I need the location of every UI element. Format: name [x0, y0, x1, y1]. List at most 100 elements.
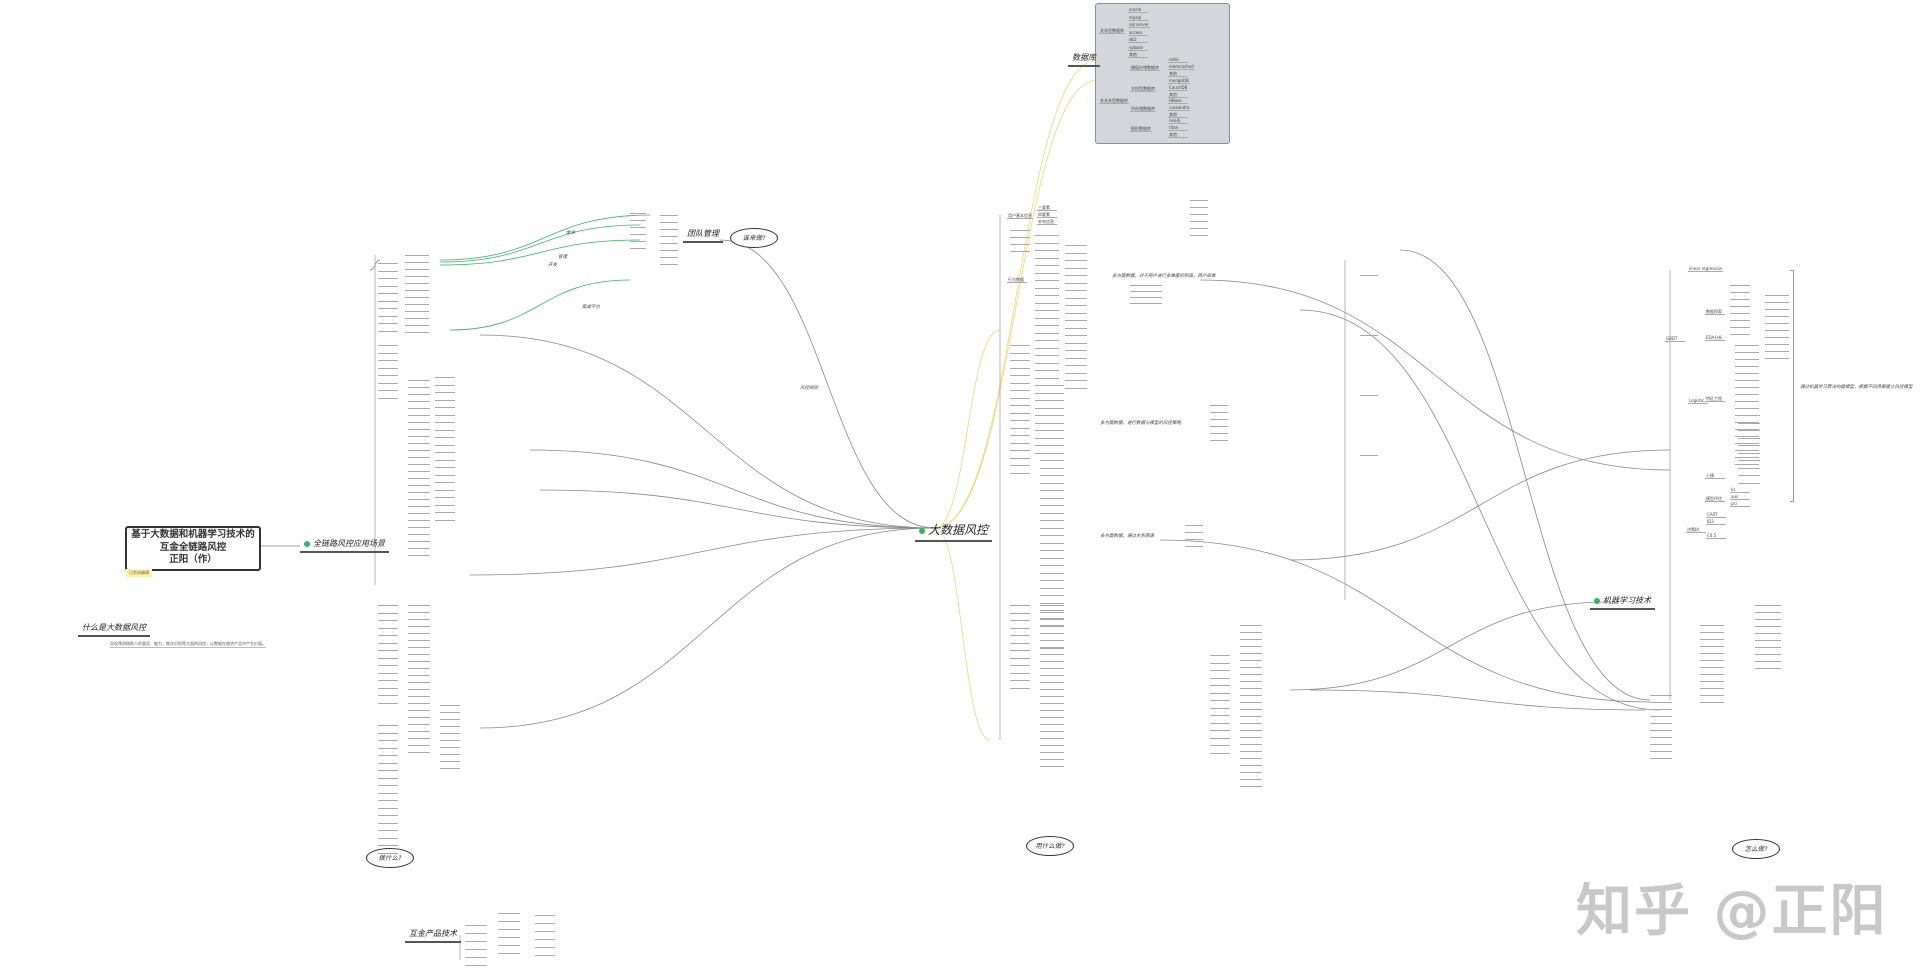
mindmap-node[interactable]	[1065, 270, 1087, 276]
mindmap-node[interactable]	[378, 370, 398, 376]
mindmap-node[interactable]	[1210, 658, 1230, 664]
mindmap-node[interactable]	[440, 763, 460, 769]
mindmap-node[interactable]	[435, 447, 455, 453]
mindmap-node[interactable]	[408, 424, 430, 430]
mindmap-node[interactable]	[1035, 298, 1059, 304]
mindmap-node[interactable]	[660, 210, 678, 216]
mindmap-node[interactable]	[1765, 290, 1789, 296]
ml-gbdt[interactable]: GBDT	[1665, 336, 1685, 342]
mindmap-node[interactable]	[378, 363, 398, 369]
mindmap-node[interactable]	[435, 485, 455, 491]
mindmap-node[interactable]	[1735, 403, 1759, 409]
mindmap-node[interactable]	[1210, 680, 1230, 686]
mindmap-node[interactable]	[408, 733, 430, 739]
mindmap-node[interactable]	[535, 934, 555, 940]
mindmap-node[interactable]	[660, 252, 678, 258]
mindmap-node[interactable]	[408, 670, 430, 676]
mindmap-node[interactable]	[1735, 445, 1759, 451]
mindmap-node[interactable]	[1738, 410, 1760, 416]
mindmap-node[interactable]	[1755, 628, 1781, 634]
mindmap-node[interactable]	[408, 649, 430, 655]
mindmap-node[interactable]	[465, 920, 487, 926]
mindmap-node[interactable]	[1240, 725, 1262, 731]
mindmap-node[interactable]	[435, 380, 455, 386]
mindmap-node[interactable]	[408, 543, 430, 549]
mindmap-node[interactable]	[378, 810, 398, 816]
mindmap-node[interactable]	[1010, 363, 1030, 369]
mindmap-node[interactable]	[498, 948, 520, 954]
mindmap-node[interactable]	[1010, 355, 1030, 361]
mindmap-node[interactable]	[408, 410, 430, 416]
ml-linear[interactable]: linear regression	[1688, 266, 1724, 272]
db-subcategory[interactable]: 键值存储数据库	[1130, 65, 1160, 71]
mindmap-node[interactable]	[1765, 304, 1789, 310]
mindmap-node[interactable]	[1035, 320, 1059, 326]
mindmap-node[interactable]	[498, 940, 520, 946]
mindmap-node[interactable]	[1210, 740, 1230, 746]
mindmap-node[interactable]	[435, 440, 455, 446]
mindmap-node[interactable]	[1185, 541, 1203, 547]
mindmap-node[interactable]	[1035, 245, 1059, 251]
mindmap-node[interactable]	[1010, 645, 1030, 651]
mindmap-node[interactable]	[1360, 270, 1378, 276]
mindmap-node[interactable]	[408, 698, 430, 704]
topic-database[interactable]: 数据库	[1068, 52, 1100, 67]
mindmap-node[interactable]	[1210, 748, 1230, 754]
mindmap-node[interactable]	[1210, 733, 1230, 739]
mindmap-node[interactable]	[1240, 627, 1262, 633]
mindmap-node[interactable]	[1755, 635, 1781, 641]
node-user-info-item[interactable]: 四要素	[1037, 212, 1057, 218]
mindmap-node[interactable]	[1765, 318, 1789, 324]
mindmap-node[interactable]	[378, 258, 398, 264]
mindmap-node[interactable]	[1210, 725, 1230, 731]
mindmap-node[interactable]	[408, 726, 430, 732]
mindmap-node[interactable]	[1240, 774, 1262, 780]
ml-eval[interactable]: ks	[1730, 487, 1750, 493]
mindmap-node[interactable]	[435, 500, 455, 506]
mindmap-node[interactable]	[1040, 726, 1064, 732]
mindmap-node[interactable]	[1010, 348, 1030, 354]
mindmap-node[interactable]	[1065, 368, 1087, 374]
mindmap-node[interactable]	[1650, 711, 1672, 717]
mindmap-node[interactable]	[1210, 718, 1230, 724]
mindmap-node[interactable]	[1010, 239, 1030, 245]
mindmap-node[interactable]	[1755, 600, 1781, 606]
topic-what-is[interactable]: 什么是大数据风控	[78, 622, 150, 637]
mindmap-node[interactable]	[498, 924, 520, 930]
mindmap-node[interactable]	[440, 721, 460, 727]
mindmap-node[interactable]	[1190, 230, 1208, 236]
mindmap-node[interactable]	[1130, 292, 1162, 298]
mindmap-node[interactable]	[660, 217, 678, 223]
mindmap-node[interactable]	[630, 243, 646, 249]
mindmap-node[interactable]	[435, 492, 455, 498]
mindmap-node[interactable]	[440, 700, 460, 706]
mindmap-node[interactable]	[1040, 712, 1064, 718]
mindmap-node[interactable]	[1735, 424, 1759, 430]
mindmap-node[interactable]	[630, 215, 646, 221]
mindmap-node[interactable]	[435, 417, 455, 423]
mindmap-node[interactable]	[1040, 649, 1064, 655]
mindmap-node[interactable]	[378, 750, 398, 756]
mindmap-node[interactable]	[405, 264, 429, 270]
mindmap-node[interactable]	[1040, 485, 1064, 491]
mindmap-node[interactable]	[378, 273, 398, 279]
mindmap-node[interactable]	[378, 833, 398, 839]
mindmap-node[interactable]	[408, 487, 430, 493]
mindmap-node[interactable]	[1010, 638, 1030, 644]
mindmap-node[interactable]	[1035, 373, 1059, 379]
mindmap-node[interactable]	[408, 550, 430, 556]
mindmap-node[interactable]	[660, 259, 678, 265]
db-item[interactable]: access	[1128, 30, 1148, 36]
mindmap-node[interactable]	[1040, 642, 1064, 648]
mindmap-node[interactable]	[630, 208, 646, 214]
mindmap-node[interactable]	[440, 707, 460, 713]
mindmap-node[interactable]	[1065, 330, 1087, 336]
mindmap-node[interactable]	[1065, 278, 1087, 284]
mindmap-node[interactable]	[378, 675, 398, 681]
mindmap-node[interactable]	[1040, 515, 1064, 521]
mindmap-node[interactable]	[1210, 400, 1228, 406]
ml-step[interactable]: 数据探索	[1705, 309, 1725, 315]
db-subcategory[interactable]: 图形数据库	[1130, 126, 1152, 132]
mindmap-node[interactable]	[1035, 283, 1059, 289]
mindmap-node[interactable]	[408, 607, 430, 613]
